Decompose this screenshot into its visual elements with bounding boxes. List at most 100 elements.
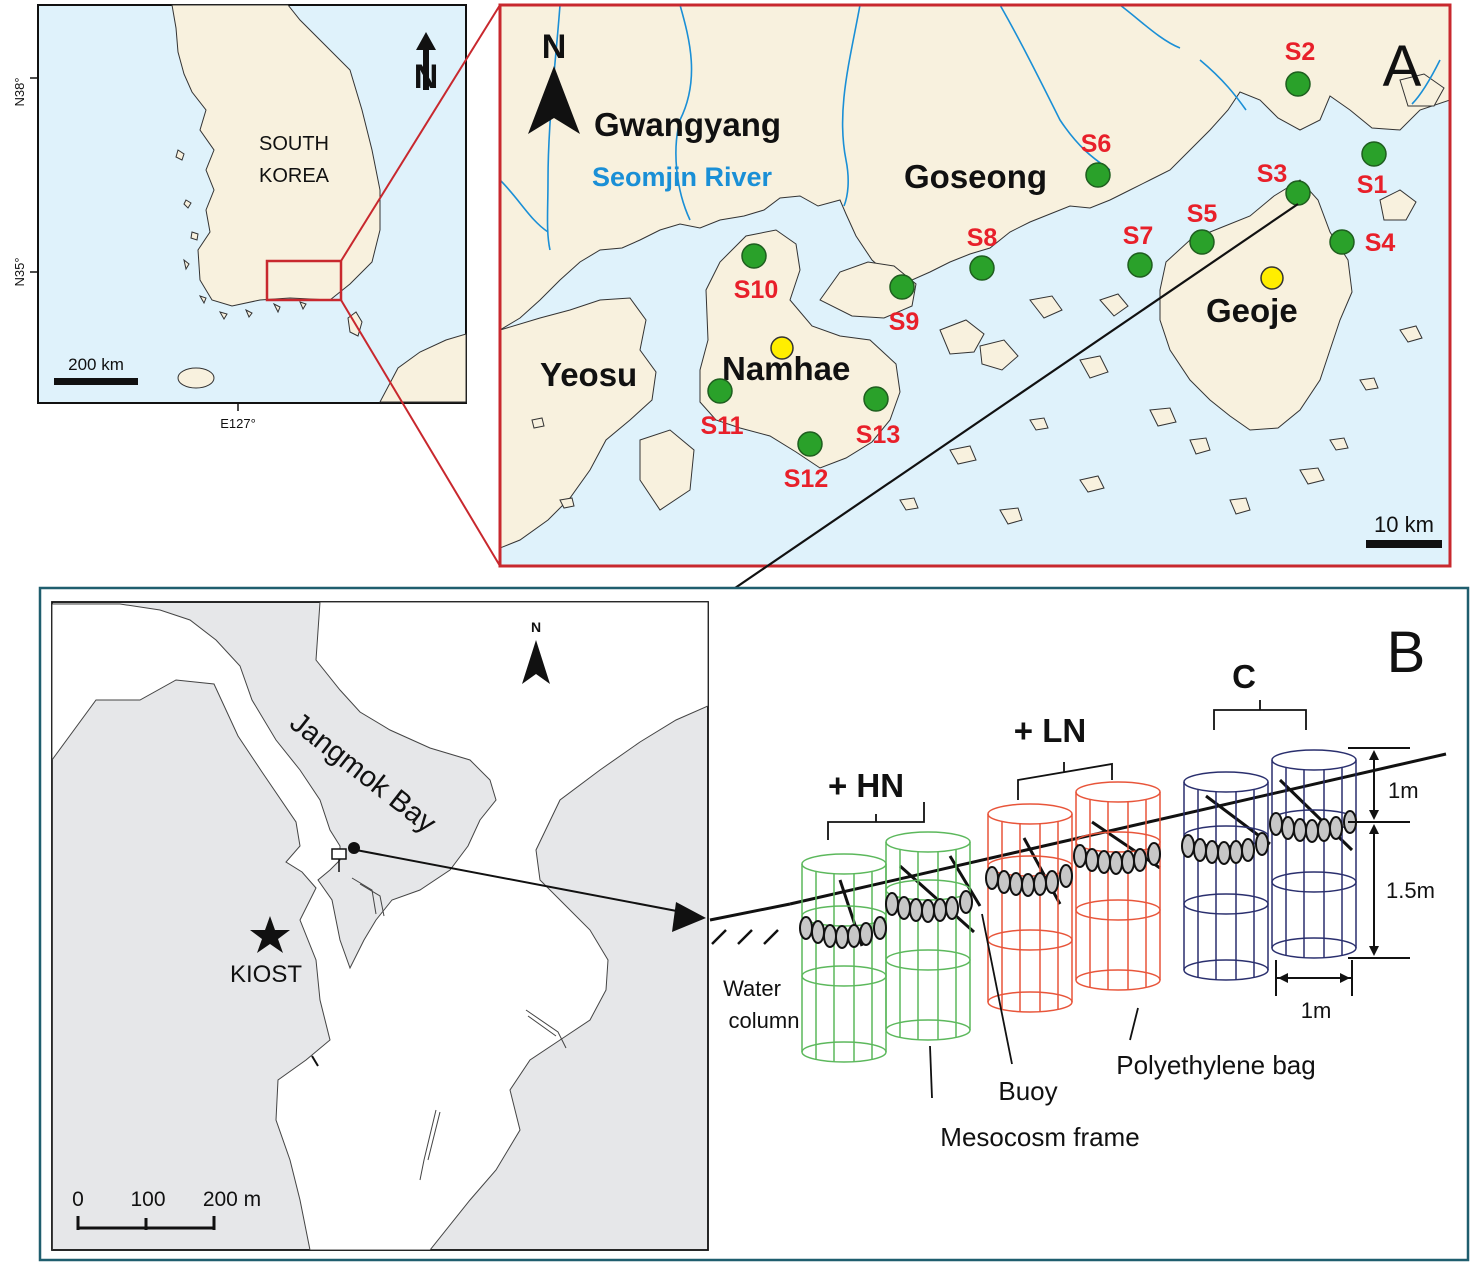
panel-a-map: N A Gwangyang Goseong Yeosu Namhae Geoje… <box>498 3 1452 568</box>
bay-pier-south <box>419 1109 441 1181</box>
station-marker-s5 <box>1189 229 1215 255</box>
panel-a-rivers <box>500 5 1441 251</box>
bay-site-dot <box>348 842 360 854</box>
station-marker-s12 <box>797 431 823 457</box>
station-marker-s3 <box>1285 180 1311 206</box>
callout-line-frame <box>929 1045 933 1099</box>
frame-strut-3 <box>948 855 982 907</box>
inset-jeju-island <box>177 367 215 389</box>
mesocosm-site-marker-namhae <box>770 336 794 360</box>
station-marker-s13 <box>863 386 889 412</box>
scale-tick-200: 200 m <box>203 1188 261 1211</box>
station-marker-s11 <box>707 378 733 404</box>
cylinder-c-2-bottom <box>1271 937 1357 959</box>
panel-a-north-arrow-icon: N <box>528 28 580 134</box>
station-marker-s10 <box>741 243 767 269</box>
station-label-s9: S9 <box>889 308 920 336</box>
bay-breakwater <box>351 877 385 917</box>
panel-b: B Jangmok Bay KIOST <box>38 586 1470 1262</box>
panel-b-letter: B <box>1387 620 1426 685</box>
mesocosm-pointer-arrowhead <box>672 902 706 932</box>
callout-mesocosm-frame: Mesocosm frame <box>940 1122 1139 1152</box>
inset-lat-label-bottom: N35° <box>12 257 27 286</box>
cylinder-ln-2-bottom <box>1075 969 1161 991</box>
mesocosm-site-marker-geoje <box>1260 266 1284 290</box>
callout-column: column <box>729 1008 800 1033</box>
callout-line-bag <box>1129 1007 1139 1041</box>
buoy-chain-ln-2 <box>1073 842 1161 875</box>
dim-label-height-1m: 1m <box>1388 778 1419 803</box>
panel-a-namhae-island <box>699 229 901 469</box>
water-surface-line <box>709 902 791 922</box>
panel-a-island-s9 <box>819 261 917 319</box>
inset-scale-bar <box>54 378 138 385</box>
scale-tick-0: 0 <box>72 1188 84 1211</box>
inset-connector-top <box>340 4 501 262</box>
station-label-s5: S5 <box>1187 200 1218 228</box>
river-label: Seomjin River <box>592 162 773 192</box>
kiost-label: KIOST <box>230 961 302 988</box>
bracket-ln <box>1017 762 1113 800</box>
cylinder-hn-1-bottom <box>801 1041 887 1063</box>
bracket-c <box>1213 700 1307 730</box>
inset-islands <box>175 149 307 320</box>
buoy-chains <box>799 810 1357 949</box>
panel-a-north-label: N <box>542 28 567 66</box>
buoy-chain-ln-1 <box>985 864 1073 897</box>
buoy-chain-hn-1 <box>799 916 887 949</box>
panel-a-yeosu-peninsula <box>500 297 657 549</box>
place-label-geoje: Geoje <box>1206 292 1298 329</box>
station-label-s8: S8 <box>967 224 998 252</box>
station-label-s11: S11 <box>700 412 743 440</box>
kiost-star-icon <box>250 916 290 953</box>
station-marker-s1 <box>1361 141 1387 167</box>
inset-japan-landmass <box>379 333 467 403</box>
inset-north-arrow-icon: N <box>414 32 439 96</box>
buoy-chain-c-1 <box>1181 832 1269 865</box>
buoy-chain-hn-2 <box>885 890 973 923</box>
callout-buoy: Buoy <box>998 1076 1057 1106</box>
panel-a-small-islands <box>531 73 1445 525</box>
station-label-s3: S3 <box>1257 160 1288 188</box>
bay-pier-east <box>525 1009 567 1049</box>
cylinders-hn <box>801 831 971 1063</box>
place-label-gwangyang: Gwangyang <box>594 106 781 143</box>
cylinder-hn-2-bottom <box>885 1019 971 1041</box>
mesocosm-diagram: + HN + LN C 1m 1.5m 1m <box>709 658 1447 1152</box>
frame-strut-7 <box>1278 778 1354 852</box>
panel-b-scale-bar <box>76 1216 216 1230</box>
bay-marker-tick <box>311 1055 319 1067</box>
callout-line-buoy <box>981 913 1013 1065</box>
station-marker-s6 <box>1085 162 1111 188</box>
scale-tick-100: 100 <box>130 1188 165 1211</box>
dim-label-depth-15m: 1.5m <box>1386 878 1435 903</box>
mesocosm-pointer-line <box>355 849 683 913</box>
station-marker-s4 <box>1329 229 1355 255</box>
inset-lat-label-top: N38° <box>12 77 27 106</box>
panel-a-letter: A <box>1383 34 1422 99</box>
station-marker-s8 <box>969 255 995 281</box>
treatment-label-ln: + LN <box>1014 712 1086 749</box>
inset-country-label-1: SOUTH <box>259 133 329 155</box>
station-marker-s9 <box>889 274 915 300</box>
bracket-hn <box>827 802 925 840</box>
cylinder-ln-1-bottom <box>987 991 1073 1013</box>
station-label-s12: S12 <box>784 465 828 493</box>
callout-water: Water <box>723 976 781 1001</box>
place-label-yeosu: Yeosu <box>540 356 637 393</box>
station-label-s1: S1 <box>1357 171 1388 199</box>
station-label-s2: S2 <box>1285 38 1316 66</box>
inset-north-label: N <box>414 58 439 96</box>
inset-korea-landmass <box>171 4 381 307</box>
place-label-goseong: Goseong <box>904 158 1047 195</box>
cylinder-c-1-bottom <box>1183 959 1269 981</box>
inset-connector-bottom <box>340 299 501 567</box>
station-label-s6: S6 <box>1081 130 1112 158</box>
panel-a-mainland <box>500 5 1450 331</box>
inset-map: SOUTH KOREA N38° N35° E127° 200 km N <box>12 4 467 431</box>
station-label-s10: S10 <box>734 276 778 304</box>
station-label-s7: S7 <box>1123 222 1154 250</box>
treatment-label-c: C <box>1232 658 1256 695</box>
panel-b-north-arrow-icon: N <box>522 619 550 684</box>
